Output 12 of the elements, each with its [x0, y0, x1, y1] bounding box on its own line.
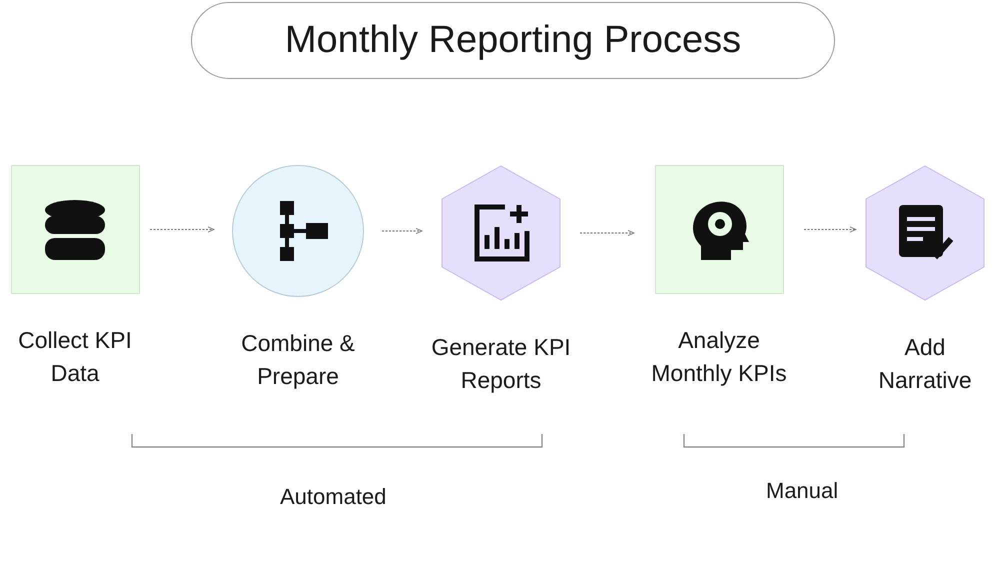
node-label: Collect KPI Data [17, 326, 133, 388]
group-label: Manual [766, 478, 838, 504]
title: Monthly Reporting Process [191, 2, 835, 79]
arrow [580, 230, 634, 236]
node-label: Combine & Prepare [240, 329, 356, 391]
arrow [382, 228, 422, 234]
node-label: Add Narrative [877, 333, 973, 395]
node-label: Generate KPI Reports [430, 333, 572, 395]
node-label: Analyze Monthly KPIs [650, 326, 788, 388]
arrow [804, 226, 856, 233]
group-label: Automated [280, 484, 386, 510]
arrow [150, 226, 214, 233]
